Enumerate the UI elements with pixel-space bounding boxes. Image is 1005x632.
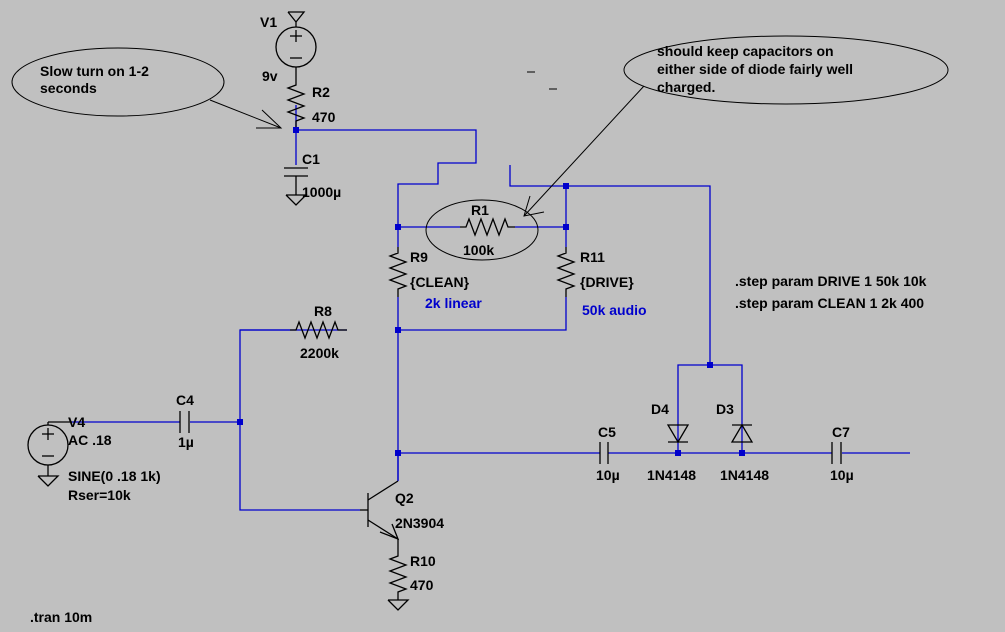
- v1-supply-flag-icon: [287, 11, 306, 24]
- r9-value: {CLEAN}: [410, 274, 470, 290]
- v1-value: 9v: [262, 68, 278, 84]
- r1-highlight-ellipse: [425, 199, 539, 261]
- q2-transistor[interactable]: Q2 2N3904: [360, 480, 444, 548]
- q2-name: Q2: [395, 490, 414, 506]
- r10-ground-icon: [387, 599, 410, 611]
- r2-name: R2: [312, 84, 330, 100]
- d3-value: 1N4148: [720, 467, 769, 483]
- r10-resistor[interactable]: R10 470: [387, 548, 436, 611]
- caps-note-arrow: [523, 85, 645, 217]
- r8-value: 2200k: [300, 345, 339, 361]
- c1-capacitor[interactable]: C1 1000µ: [284, 151, 341, 206]
- slow-turn-on-line1: Slow turn on 1-2: [40, 63, 149, 79]
- r9-name: R9: [410, 249, 428, 265]
- c4-name: C4: [176, 392, 194, 408]
- c4-value: 1µ: [178, 434, 194, 450]
- caps-note-bubble: [623, 35, 949, 105]
- r11-comment: 50k audio: [582, 302, 647, 318]
- r11-resistor[interactable]: R11 {DRIVE} 50k audio: [556, 247, 647, 318]
- r8-resistor[interactable]: R8 2200k: [240, 303, 347, 361]
- c1-value: 1000µ: [302, 184, 341, 200]
- d4-name: D4: [651, 401, 669, 417]
- junction-dots: [237, 127, 745, 456]
- r11-name: R11: [580, 249, 605, 265]
- r9-resistor-icon: [388, 247, 408, 297]
- c7-value: 10µ: [830, 467, 854, 483]
- caps-note[interactable]: should keep capacitors on either side of…: [523, 35, 949, 217]
- q2-value: 2N3904: [395, 515, 444, 531]
- r8-name: R8: [314, 303, 332, 319]
- d4-value: 1N4148: [647, 467, 696, 483]
- v4-ground-icon: [37, 475, 60, 487]
- r10-value: 470: [410, 577, 434, 593]
- c5-capacitor[interactable]: C5 10µ: [596, 424, 620, 483]
- c7-capacitor[interactable]: C7 10µ: [830, 424, 854, 483]
- d3-diode-icon: [730, 423, 754, 443]
- r9-comment: 2k linear: [425, 295, 482, 311]
- v4-source[interactable]: V4 AC .18 SINE(0 .18 1k) Rser=10k: [27, 414, 161, 503]
- r2-resistor-icon: [286, 80, 306, 127]
- d3-diode[interactable]: D3 1N4148: [716, 401, 769, 483]
- tran-directive[interactable]: .tran 10m: [30, 609, 92, 625]
- r8-resistor-icon: [290, 320, 347, 340]
- c5-value: 10µ: [596, 467, 620, 483]
- stray-marks: [527, 71, 557, 90]
- r1-value: 100k: [463, 242, 494, 258]
- r11-value: {DRIVE}: [580, 274, 634, 290]
- r1-resistor-icon: [460, 217, 515, 237]
- c7-name: C7: [832, 424, 850, 440]
- v4-value: AC .18: [68, 432, 112, 448]
- c4-capacitor[interactable]: C4 1µ: [176, 392, 194, 450]
- caps-note-line3: charged.: [657, 79, 715, 95]
- r10-resistor-icon: [388, 548, 408, 600]
- v4-rser-spec: Rser=10k: [68, 487, 131, 503]
- v1-name: V1: [260, 14, 277, 30]
- d4-diode[interactable]: D4 1N4148: [647, 401, 696, 483]
- step-clean-directive[interactable]: .step param CLEAN 1 2k 400: [735, 295, 924, 311]
- caps-note-line2: either side of diode fairly well: [657, 61, 853, 77]
- slow-turn-on-note[interactable]: Slow turn on 1-2 seconds: [11, 47, 283, 129]
- c1-ground-icon: [285, 194, 308, 206]
- c5-name: C5: [598, 424, 616, 440]
- slow-turn-on-line2: seconds: [40, 80, 97, 96]
- step-drive-directive[interactable]: .step param DRIVE 1 50k 10k: [735, 273, 927, 289]
- caps-note-line1: should keep capacitors on: [657, 43, 834, 59]
- r11-resistor-icon: [556, 247, 576, 297]
- slow-turn-on-arrow: [209, 99, 282, 129]
- v1-source[interactable]: V1 9v: [260, 11, 317, 84]
- slow-turn-on-bubble: [11, 47, 225, 117]
- d4-diode-icon: [666, 424, 690, 444]
- v4-name: V4: [68, 414, 85, 430]
- d3-name: D3: [716, 401, 734, 417]
- r1-resistor[interactable]: R1 100k: [460, 202, 515, 258]
- r2-resistor[interactable]: R2 470: [286, 80, 336, 127]
- r10-name: R10: [410, 553, 436, 569]
- v4-sine-spec: SINE(0 .18 1k): [68, 468, 161, 484]
- r9-resistor[interactable]: R9 {CLEAN} 2k linear: [388, 247, 482, 311]
- r1-name: R1: [471, 202, 489, 218]
- c1-name: C1: [302, 151, 320, 167]
- r2-value: 470: [312, 109, 336, 125]
